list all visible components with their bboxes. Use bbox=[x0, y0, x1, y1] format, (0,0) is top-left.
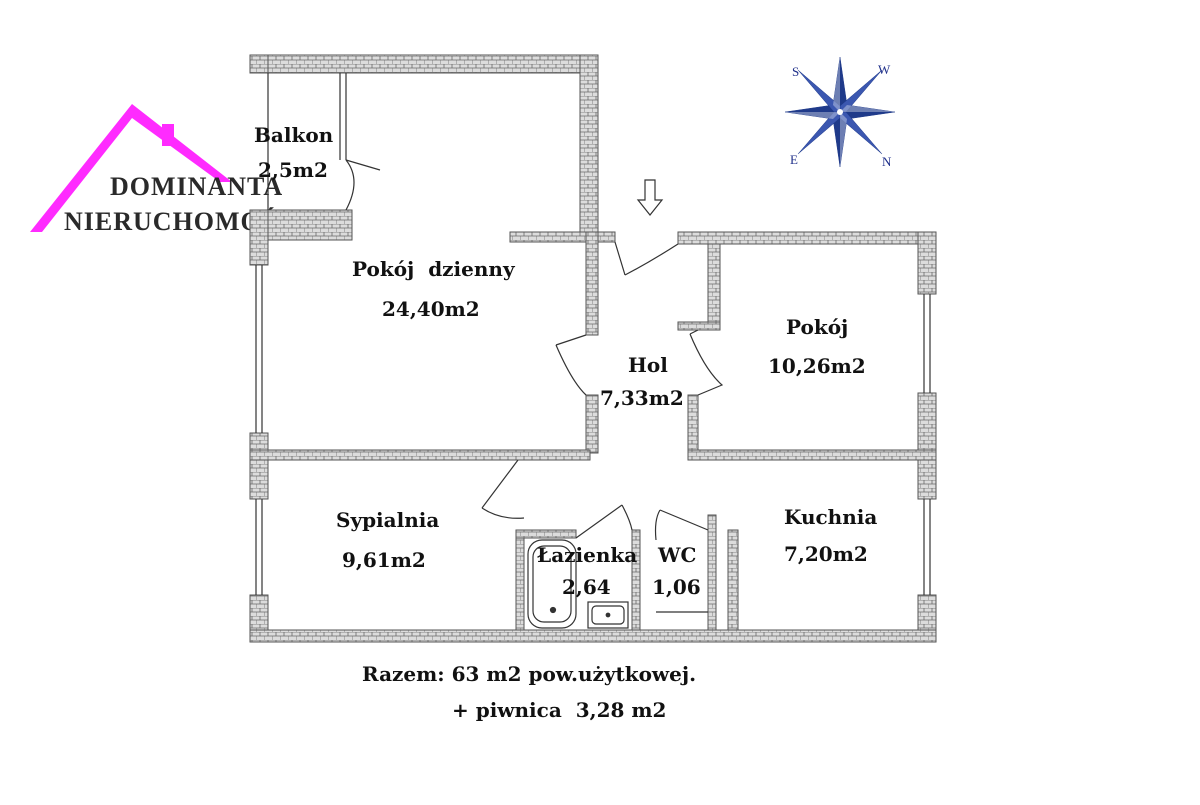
room-lazienka-area: 2,64 bbox=[562, 575, 611, 599]
room-labels: Balkon 2,5m2 Pokój dzienny 24,40m2 Hol 7… bbox=[254, 123, 877, 599]
room-wc-name: WC bbox=[657, 543, 696, 567]
room-pokoj-dzienny-name: Pokój dzienny bbox=[352, 257, 516, 281]
room-balkon-name: Balkon bbox=[254, 123, 334, 147]
room-pokoj-area: 10,26m2 bbox=[768, 354, 866, 378]
room-hol-name: Hol bbox=[628, 353, 668, 377]
logo-chimney-icon bbox=[162, 124, 174, 146]
logo-line1: DOMINANTA bbox=[110, 172, 283, 201]
entrance-arrow-icon bbox=[636, 179, 664, 216]
room-sypialnia-name: Sypialnia bbox=[336, 508, 439, 532]
compass-letter-e: E bbox=[790, 152, 798, 167]
summary-total: Razem: 63 m2 pow.użytkowej. bbox=[362, 662, 696, 686]
room-hol-area: 7,33m2 bbox=[600, 386, 684, 410]
room-kuchnia-name: Kuchnia bbox=[784, 505, 877, 529]
summary-basement: + piwnica 3,28 m2 bbox=[452, 698, 666, 722]
compass-letter-n: N bbox=[882, 154, 892, 169]
logo-roof-icon bbox=[30, 104, 232, 232]
windows bbox=[255, 73, 931, 595]
compass-letter-w: W bbox=[878, 62, 891, 77]
compass-letter-s: S bbox=[792, 64, 799, 79]
room-kuchnia-area: 7,20m2 bbox=[784, 542, 868, 566]
walls bbox=[249, 54, 937, 643]
sink-icon bbox=[587, 601, 629, 629]
logo: DOMINANTA NIERUCHOMOŚCI bbox=[30, 104, 307, 236]
compass-rose-icon: S W E N bbox=[784, 56, 896, 169]
room-lazienka-name: Łazienka bbox=[537, 543, 637, 567]
room-sypialnia-area: 9,61m2 bbox=[342, 548, 426, 572]
room-wc-area: 1,06 bbox=[652, 575, 701, 599]
room-pokoj-dzienny-area: 24,40m2 bbox=[382, 297, 480, 321]
doors bbox=[345, 159, 724, 541]
summary: Razem: 63 m2 pow.użytkowej. + piwnica 3,… bbox=[362, 662, 696, 722]
bathtub-icon bbox=[527, 539, 577, 629]
room-pokoj-name: Pokój bbox=[786, 315, 848, 339]
room-balkon-area: 2,5m2 bbox=[258, 158, 328, 182]
